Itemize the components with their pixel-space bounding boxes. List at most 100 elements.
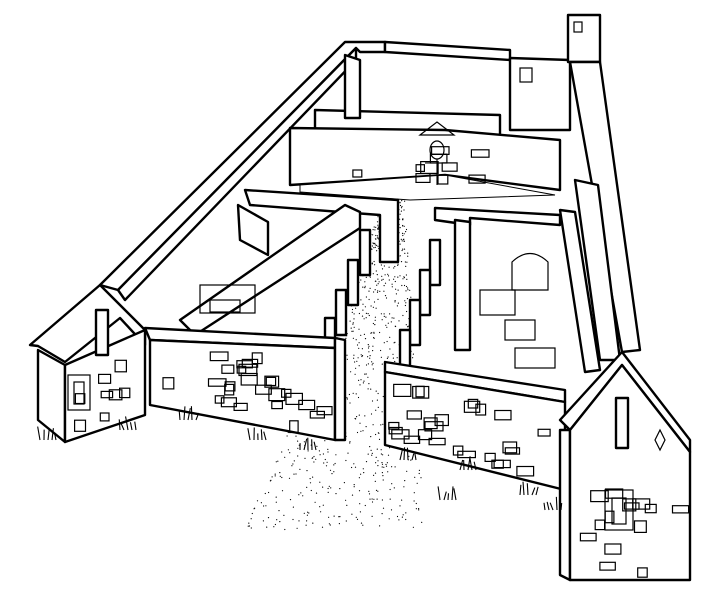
stone-block — [403, 435, 421, 445]
stipple-dot — [358, 342, 360, 344]
stipple-dot — [250, 527, 252, 529]
stipple-dot — [352, 323, 354, 325]
stipple-dot — [358, 379, 360, 381]
stone-blocks — [73, 146, 690, 578]
stipple-dot — [354, 466, 357, 468]
stipple-dot — [309, 482, 312, 484]
stipple-dot — [327, 491, 329, 493]
stipple-dot — [369, 287, 371, 289]
stipple-dot — [303, 512, 305, 514]
stipple-dot — [375, 226, 377, 228]
column — [346, 258, 360, 307]
stone-block — [207, 378, 227, 387]
stipple-dot — [371, 452, 373, 454]
stipple-dot — [279, 475, 281, 477]
stipple-dot — [267, 517, 270, 519]
stipple-dot — [288, 477, 291, 479]
stone-block — [289, 420, 299, 434]
stipple-dot — [353, 313, 355, 315]
grass-blade — [453, 488, 457, 501]
stipple-dot — [260, 502, 262, 504]
stipple-dot — [412, 357, 414, 359]
stipple-dot — [351, 513, 353, 515]
stone-block — [632, 498, 651, 510]
stone-block — [431, 146, 450, 155]
stipple-dot — [360, 354, 362, 356]
stipple-dot — [394, 300, 396, 302]
stipple-dot — [322, 453, 324, 455]
stipple-dot — [308, 512, 310, 514]
stipple-dot — [355, 367, 357, 369]
stipple-dot — [407, 326, 409, 328]
stipple-dot — [398, 320, 400, 322]
stipple-dot — [408, 455, 410, 457]
stone-block — [463, 400, 481, 413]
stipple-dot — [324, 440, 326, 442]
stipple-dot — [363, 333, 365, 335]
stipple-dot — [403, 233, 405, 235]
stipple-dot — [370, 436, 372, 438]
stipple-dot — [296, 527, 298, 529]
stipple-dot — [360, 279, 362, 281]
stipple-dot — [289, 452, 291, 454]
stipple-dot — [264, 492, 266, 495]
stipple-dot — [364, 504, 366, 507]
stipple-dot — [380, 449, 382, 451]
stipple-dot — [364, 281, 366, 283]
stipple-dot — [368, 490, 370, 492]
stipple-dot — [360, 379, 362, 381]
stipple-dot — [339, 488, 341, 490]
grass-blade — [190, 406, 193, 421]
stipple-dot — [405, 265, 407, 267]
stipple-dot — [371, 262, 373, 264]
stipple-dot — [402, 234, 404, 237]
stipple-dot — [403, 209, 405, 211]
stipple-dot — [374, 319, 376, 321]
stipple-dot — [297, 455, 299, 457]
stipple-dot — [415, 502, 417, 505]
stipple-dot — [382, 395, 384, 398]
stipple-dot — [382, 479, 384, 481]
stipple-dot — [388, 279, 390, 281]
stone-block — [285, 392, 303, 405]
stipple-dot — [385, 465, 388, 467]
stipple-dot — [382, 507, 385, 509]
stipple-dot — [312, 476, 314, 478]
stipple-dot — [390, 509, 393, 511]
stipple-dot — [305, 524, 307, 526]
grass-blade — [543, 502, 546, 511]
grass-blade — [459, 459, 464, 471]
stipple-dot — [368, 383, 370, 385]
stone-block — [100, 390, 114, 399]
stipple-dot — [352, 392, 354, 394]
stipple-dot — [271, 476, 273, 478]
stipple-dot — [387, 471, 389, 473]
stipple-dot — [353, 326, 355, 328]
stipple-dot — [345, 499, 347, 501]
stipple-dot — [368, 351, 370, 353]
stipple-dot — [331, 473, 333, 475]
stipple-dot — [404, 200, 406, 202]
stipple-dot — [352, 322, 354, 324]
stone-block — [537, 428, 551, 437]
stipple-dot — [374, 289, 376, 291]
stipple-dot — [399, 275, 401, 277]
stipple-dot — [391, 483, 393, 485]
column — [408, 298, 422, 347]
stipple-dot — [358, 312, 360, 315]
stipple-dot — [377, 228, 379, 230]
stipple-dot — [401, 205, 403, 208]
stipple-dot — [368, 298, 370, 301]
stipple-dot — [365, 461, 368, 463]
stipple-dot — [319, 481, 321, 483]
stipple-dot — [359, 511, 361, 513]
stipple-dot — [315, 458, 317, 460]
stone-block — [516, 465, 535, 477]
grass-blade — [406, 447, 409, 461]
stipple-dot — [325, 465, 328, 467]
stipple-dot — [384, 295, 387, 297]
stipple-dot — [399, 213, 401, 215]
grass-blade — [51, 428, 54, 441]
stipple-dot — [346, 397, 348, 399]
stipple-dot — [390, 321, 392, 323]
